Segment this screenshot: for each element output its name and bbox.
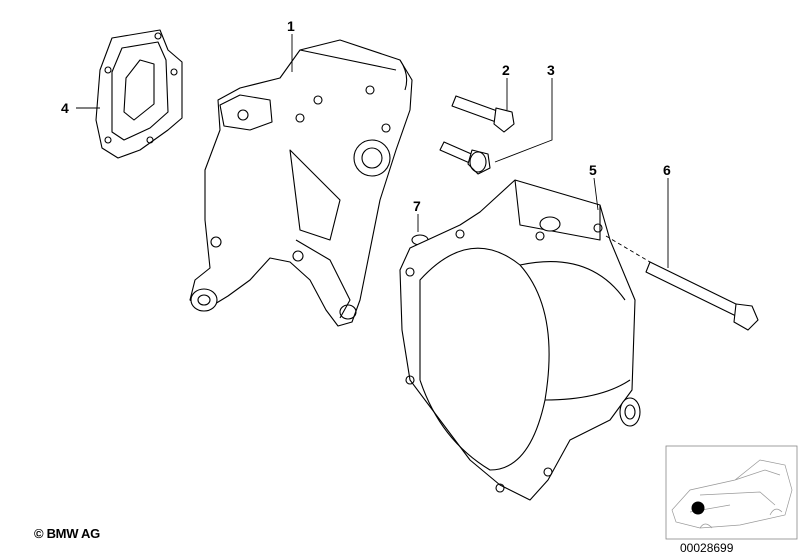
- callout-6: 6: [663, 162, 671, 178]
- callout-1: 1: [287, 18, 295, 34]
- part-gasket[interactable]: [95, 29, 183, 159]
- vehicle-location-inset: [665, 445, 798, 540]
- leader-3: [494, 78, 553, 163]
- part-housing[interactable]: [189, 39, 413, 327]
- part-bolt-3[interactable]: [439, 141, 491, 175]
- leader-5: [593, 177, 599, 211]
- callout-7: 7: [413, 198, 421, 214]
- callout-3: 3: [547, 62, 555, 78]
- location-marker: [691, 501, 705, 515]
- diagram-number: 00028699: [680, 541, 734, 555]
- callout-2: 2: [502, 62, 510, 78]
- part-bolt-6[interactable]: [605, 235, 759, 331]
- part-bolt-2[interactable]: [451, 95, 515, 133]
- copyright-text: © BMW AG: [34, 526, 100, 541]
- part-cover[interactable]: [399, 179, 641, 501]
- callout-5: 5: [589, 162, 597, 178]
- callout-4: 4: [61, 100, 69, 116]
